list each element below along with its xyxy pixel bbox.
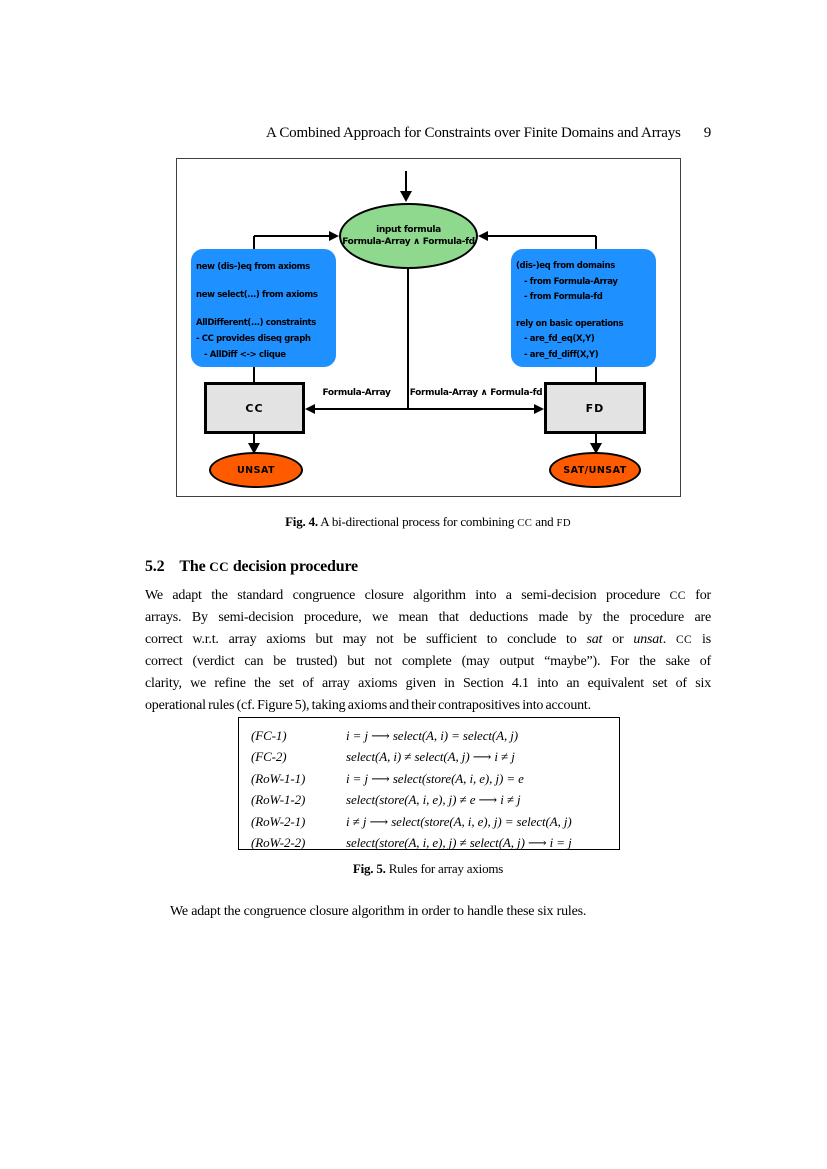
unsat-label: UNSAT xyxy=(236,464,276,476)
paragraph-line: operational rules (cf. Figure 5), taking… xyxy=(145,698,591,713)
connector-top-entry xyxy=(405,171,407,192)
fd-domains-box: (dis-)eq from domains - from Formula-Arr… xyxy=(511,249,656,367)
arrow-right-icon xyxy=(329,231,339,241)
rule-formula: select(store(A, i, e), j) ≠ e ⟶ i ≠ j xyxy=(346,792,521,808)
connector-left-feedback-v xyxy=(253,236,255,249)
rule-formula: select(A, i) ≠ select(A, j) ⟶ i ≠ j xyxy=(346,749,515,765)
formula-array-fd-arrow-label: Formula-Array ∧ Formula-fd xyxy=(409,388,543,398)
connector-dispatch-h xyxy=(315,408,534,410)
cc-box-line: - AllDiff <-> clique xyxy=(204,350,286,360)
rule-formula: select(store(A, i, e), j) ≠ select(A, j)… xyxy=(346,835,572,851)
formula-array-arrow-label: Formula-Array xyxy=(322,388,391,398)
connector-center-v xyxy=(407,269,409,410)
cc-box-line: new select(...) from axioms xyxy=(196,290,318,300)
cc-box-line: - CC provides diseq graph xyxy=(196,334,311,344)
input-node-line2: Formula-Array ∧ Formula-fd xyxy=(342,237,475,247)
cc-box-line: AllDifferent(...) constraints xyxy=(196,318,316,328)
fd-box-line: (dis-)eq from domains xyxy=(516,261,615,271)
rule-row: (FC-1) i = j ⟶ select(A, i) = select(A, … xyxy=(239,725,619,747)
rule-row: (FC-2) select(A, i) ≠ select(A, j) ⟶ i ≠… xyxy=(239,747,619,769)
figure-4-caption-label: Fig. 4. xyxy=(285,514,318,529)
arrow-right-icon xyxy=(534,404,544,414)
rule-label: (RoW-1-2) xyxy=(251,792,306,808)
running-title: A Combined Approach for Constraints over… xyxy=(266,125,681,141)
fd-box-line: - from Formula-fd xyxy=(524,292,603,302)
unsat-result-node: UNSAT xyxy=(209,452,303,488)
input-formula-node: input formula Formula-Array ∧ Formula-fd xyxy=(339,203,478,269)
rule-formula: i ≠ j ⟶ select(store(A, i, e), j) = sele… xyxy=(346,813,572,829)
figure-5-caption-text: Rules for array axioms xyxy=(385,861,504,876)
cc-deductions-box: new (dis-)eq from axioms new select(...)… xyxy=(191,249,336,367)
rule-label: (RoW-2-1) xyxy=(251,813,306,829)
fd-box-line: - are_fd_diff(X,Y) xyxy=(524,349,599,360)
connector-right-feedback-v xyxy=(595,236,597,249)
fd-box-line: - are_fd_eq(X,Y) xyxy=(524,334,595,344)
fd-box-line: - from Formula-Array xyxy=(524,276,618,287)
figure-5-caption-label: Fig. 5. xyxy=(352,861,386,876)
rule-label: (RoW-2-2) xyxy=(251,835,306,851)
figure-5-caption: Fig. 5. Rules for array axioms xyxy=(145,861,711,877)
connector-right-blue-to-fd xyxy=(595,367,597,382)
section-number: 5.2 xyxy=(145,558,165,575)
rule-row: (RoW-1-1) i = j ⟶ select(store(A, i, e),… xyxy=(239,768,619,790)
figure-5-rules-box: (FC-1) i = j ⟶ select(A, i) = select(A, … xyxy=(238,717,620,850)
rule-label: (FC-1) xyxy=(251,727,287,743)
paragraph-line: arrays. By semi-decision procedure, we m… xyxy=(145,610,711,625)
rule-row: (RoW-2-1) i ≠ j ⟶ select(store(A, i, e),… xyxy=(239,811,619,833)
paragraph-line: We adapt the standard congruence closure… xyxy=(145,588,711,603)
section-title: The CC decision procedure xyxy=(179,558,358,575)
rule-formula: i = j ⟶ select(store(A, i, e), j) = e xyxy=(346,770,524,786)
cc-solver-box: CC xyxy=(204,382,305,434)
figure-4-diagram: input formula Formula-Array ∧ Formula-fd… xyxy=(176,158,681,497)
connector-left-blue-to-cc xyxy=(253,367,255,382)
section-heading: 5.2 The CC decision procedure xyxy=(145,558,358,576)
rule-row: (RoW-1-2) select(store(A, i, e), j) ≠ e … xyxy=(239,790,619,812)
paragraph-line: correct w.r.t. array axioms but may not … xyxy=(145,632,711,647)
figure-4-caption-text: A bi-directional process for combining C… xyxy=(317,514,571,529)
arrow-left-icon xyxy=(478,231,488,241)
rule-label: (FC-2) xyxy=(251,749,287,765)
sat-unsat-label: SAT/UNSAT xyxy=(563,464,627,476)
connector-right-feedback-h xyxy=(488,235,596,237)
rule-label: (RoW-1-1) xyxy=(251,770,306,786)
sat-unsat-result-node: SAT/UNSAT xyxy=(549,452,641,488)
fd-solver-box: FD xyxy=(544,382,646,434)
connector-fd-to-satunsat xyxy=(595,434,597,445)
connector-cc-to-unsat xyxy=(253,434,255,445)
body-paragraph: We adapt the standard congruence closure… xyxy=(145,585,711,717)
paragraph-line: correct (verdict can be trusted) but not… xyxy=(145,654,711,669)
rule-row: (RoW-2-2) select(store(A, i, e), j) ≠ se… xyxy=(239,833,619,855)
cc-solver-label: CC xyxy=(245,401,264,415)
arrow-down-icon xyxy=(590,443,602,454)
page-header: A Combined Approach for Constraints over… xyxy=(145,125,711,142)
fd-solver-label: FD xyxy=(585,401,605,415)
paragraph-line: clarity, we refine the set of array axio… xyxy=(145,676,711,691)
arrow-down-icon xyxy=(400,191,412,202)
figure-4-caption: Fig. 4. A bi-directional process for com… xyxy=(145,514,711,530)
page-number: 9 xyxy=(703,125,712,141)
arrow-down-icon xyxy=(248,443,260,454)
fd-box-line: rely on basic operations xyxy=(516,318,624,329)
cc-box-line: new (dis-)eq from axioms xyxy=(196,262,310,272)
input-node-line1: input formula xyxy=(376,225,441,235)
rule-formula: i = j ⟶ select(A, i) = select(A, j) xyxy=(346,727,519,743)
closing-paragraph: We adapt the congruence closure algorith… xyxy=(170,904,587,919)
connector-left-feedback-h xyxy=(254,235,330,237)
arrow-left-icon xyxy=(305,404,315,414)
